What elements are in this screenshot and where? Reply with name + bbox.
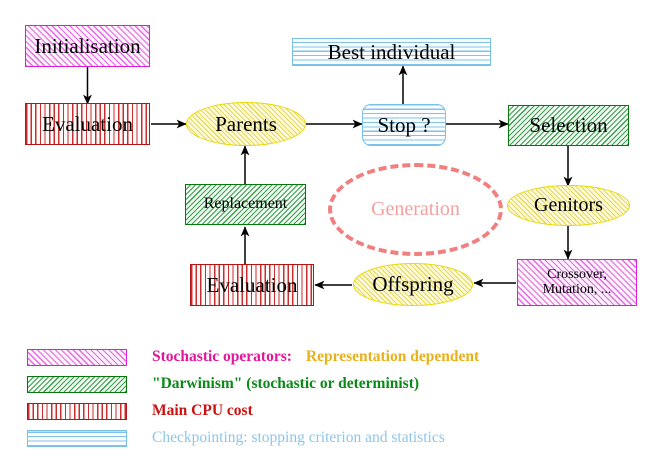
- legend-label-checkpointing: Checkpointing: stopping criterion and st…: [152, 429, 445, 446]
- node-initialisation-label: Initialisation: [34, 33, 141, 58]
- node-best-individual[interactable]: Best individual: [292, 38, 491, 66]
- node-offspring-label: Offspring: [372, 272, 454, 297]
- legend-row-cpu: Main CPU cost: [27, 402, 253, 420]
- legend-label-main-cpu-cost: Main CPU cost: [152, 402, 253, 419]
- node-crossover-line1: Crossover,: [547, 266, 607, 282]
- node-replacement-label: Replacement: [203, 195, 288, 213]
- node-crossover-line2: Mutation, ...: [542, 281, 612, 297]
- node-selection-label: Selection: [529, 113, 608, 138]
- legend-label-stochastic-operators: Stochastic operators:: [152, 348, 292, 365]
- node-crossover-mutation[interactable]: Crossover, Mutation, ...: [517, 259, 637, 306]
- legend-row-checkpointing: Checkpointing: stopping criterion and st…: [27, 429, 445, 447]
- node-stop-label: Stop ?: [377, 112, 431, 137]
- node-evaluation-top-label: Evaluation: [42, 111, 133, 136]
- node-evaluation-top[interactable]: Evaluation: [25, 103, 150, 145]
- node-initialisation[interactable]: Initialisation: [25, 25, 150, 67]
- node-evaluation-bottom[interactable]: Evaluation: [190, 264, 314, 306]
- legend-swatch-red: [27, 402, 127, 420]
- node-best-individual-label: Best individual: [327, 39, 456, 64]
- node-replacement[interactable]: Replacement: [185, 184, 306, 225]
- node-genitors[interactable]: Genitors: [507, 185, 630, 226]
- node-offspring[interactable]: Offspring: [353, 263, 473, 306]
- node-parents-label: Parents: [215, 111, 277, 136]
- legend-row-stochastic: Stochastic operators: Representation depe…: [27, 348, 479, 366]
- node-stop[interactable]: Stop ?: [362, 104, 446, 146]
- node-generation-boundary: Generation: [328, 163, 503, 256]
- legend-swatch-green: [27, 375, 127, 393]
- node-parents[interactable]: Parents: [186, 102, 306, 146]
- legend-label-darwinism: "Darwinism" (stochastic or determinist): [152, 375, 420, 392]
- node-evaluation-bottom-label: Evaluation: [206, 272, 298, 297]
- legend-label-representation-dependent: Representation dependent: [305, 348, 480, 365]
- legend-swatch-magenta: [27, 348, 127, 366]
- node-genitors-label: Genitors: [534, 194, 603, 216]
- node-generation-label: Generation: [371, 198, 460, 220]
- legend-swatch-blue: [27, 429, 127, 447]
- node-selection[interactable]: Selection: [508, 105, 629, 146]
- legend-row-darwinism: "Darwinism" (stochastic or determinist): [27, 375, 419, 393]
